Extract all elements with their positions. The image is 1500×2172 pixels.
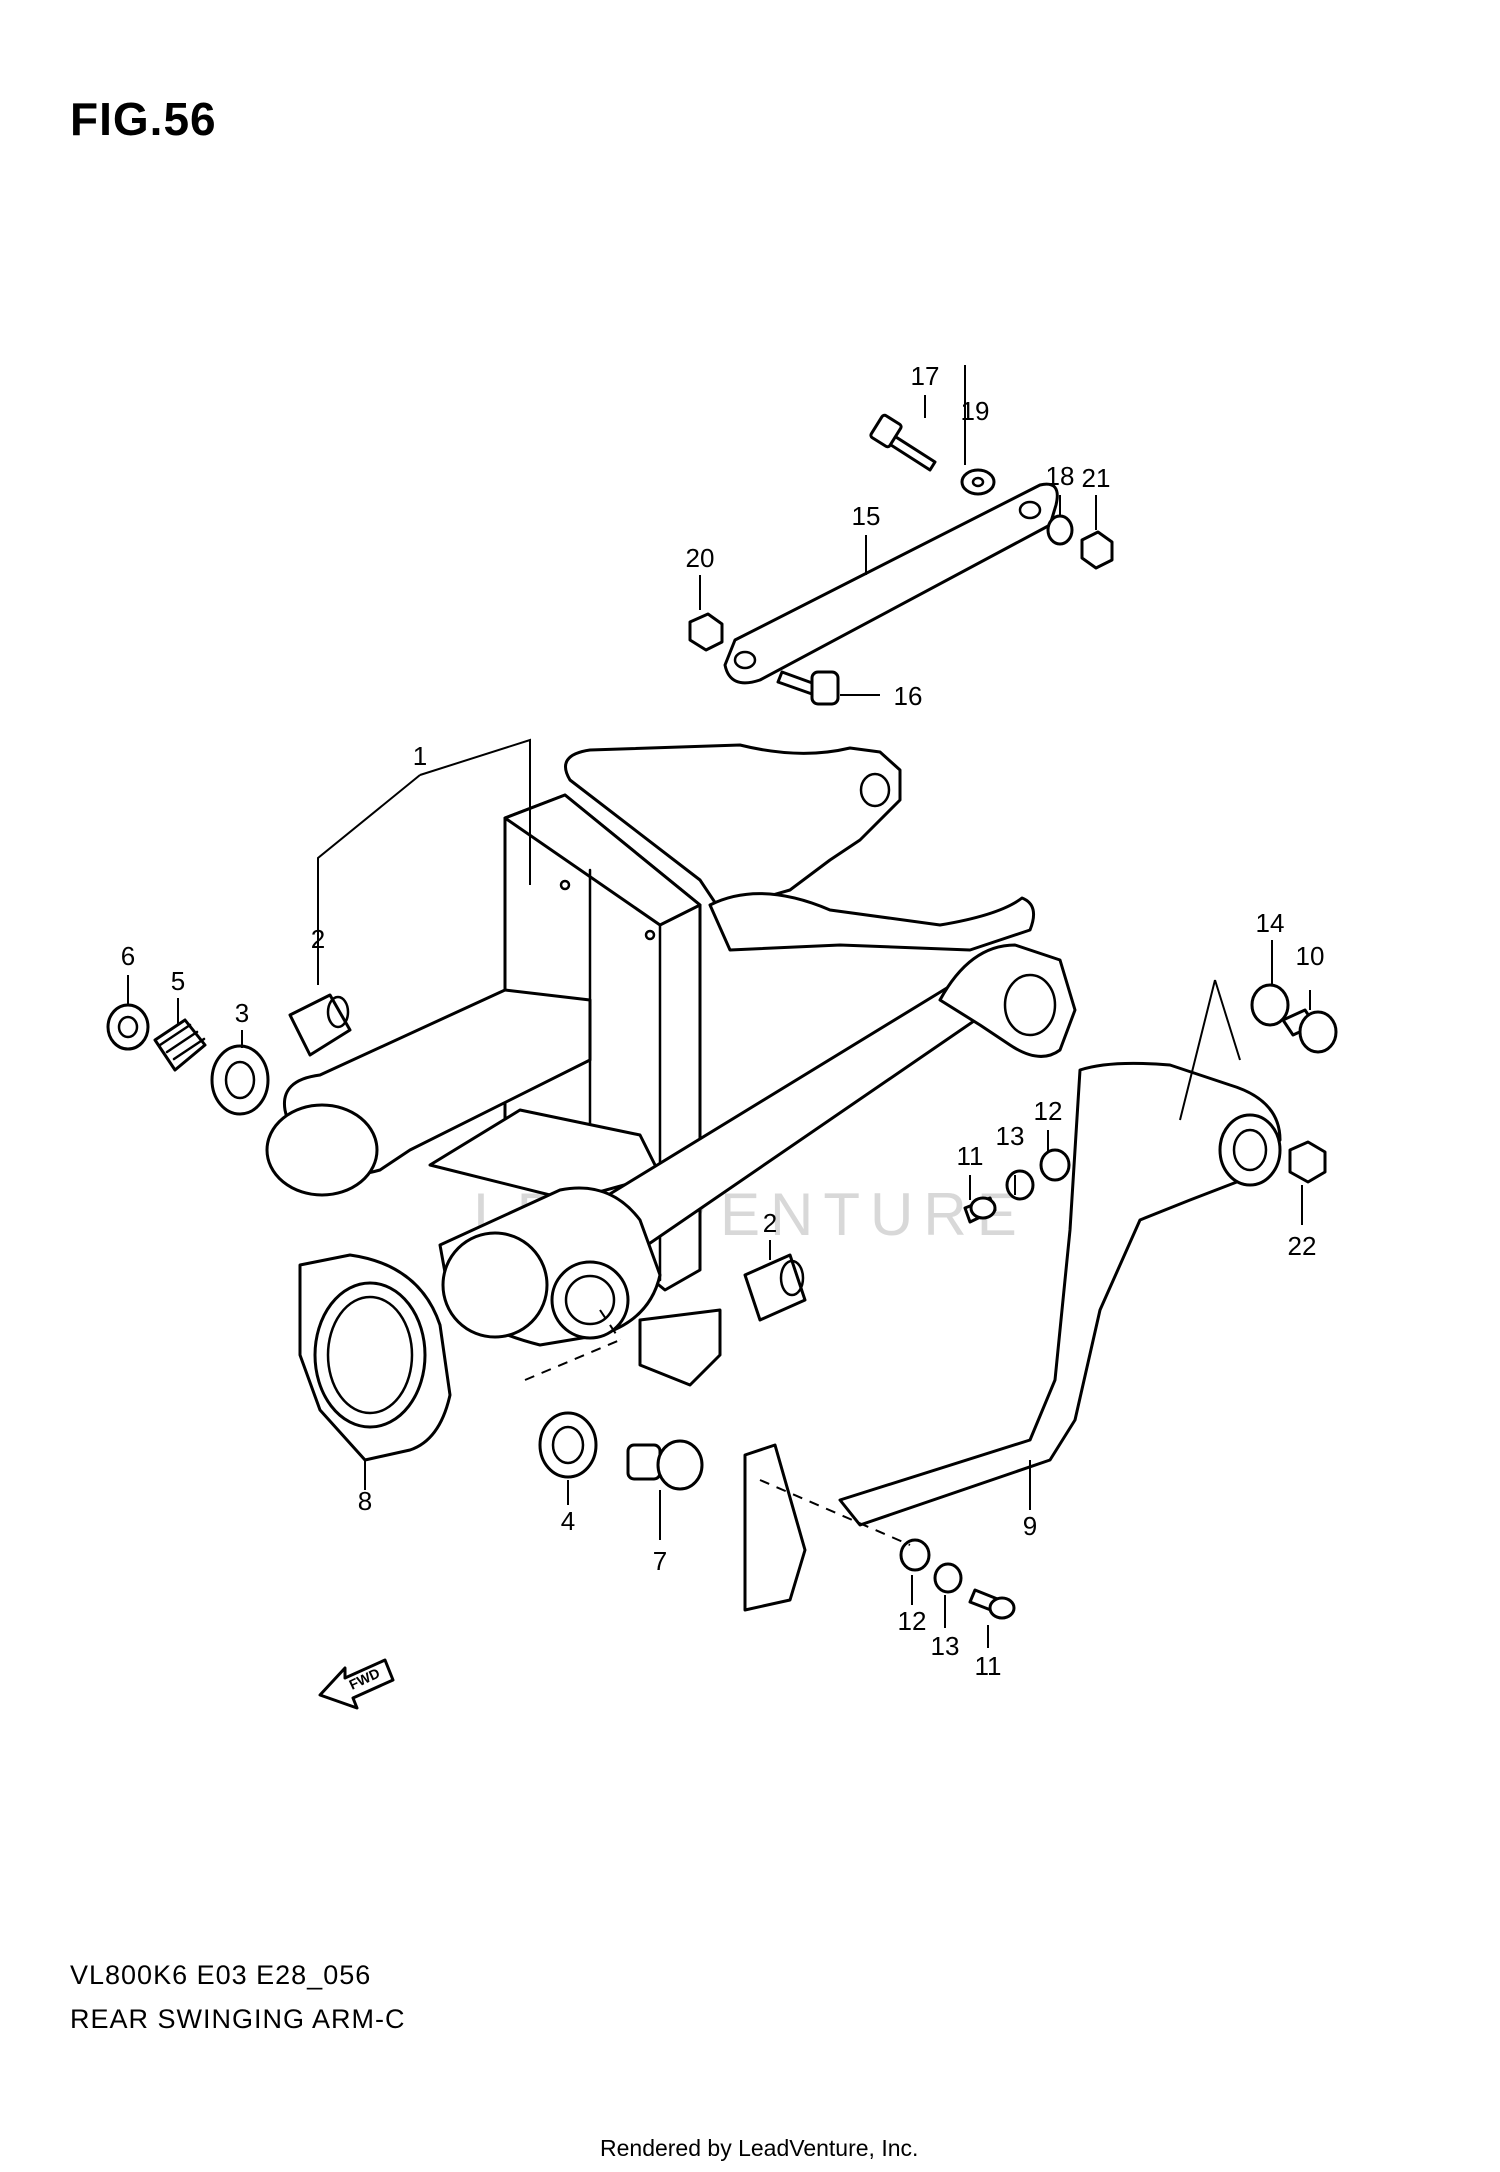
forward-direction-arrow: FWD — [318, 1658, 395, 1710]
callout-17: 17 — [911, 361, 940, 391]
callout-7: 7 — [653, 1546, 667, 1576]
callout-13-lower: 13 — [931, 1631, 960, 1661]
figure-name: REAR SWINGING ARM-C — [70, 2004, 406, 2034]
swinging-arm — [265, 743, 1077, 1387]
callout-2-upper: 2 — [311, 924, 325, 954]
callout-16: 16 — [894, 681, 923, 711]
callout-1: 1 — [413, 741, 427, 771]
callout-19: 19 — [961, 396, 990, 426]
part-4-bearing — [538, 1411, 598, 1479]
part-2-bushing-lower — [743, 1253, 807, 1322]
callout-21: 21 — [1082, 463, 1111, 493]
callout-18: 18 — [1046, 461, 1075, 491]
rendered-by-credit: Rendered by LeadVenture, Inc. — [600, 2135, 919, 2161]
callout-3: 3 — [235, 998, 249, 1028]
callout-6: 6 — [121, 941, 135, 971]
figure-title: FIG.56 — [70, 93, 217, 145]
leader-lines — [127, 365, 1311, 1648]
callout-8: 8 — [358, 1486, 372, 1516]
callout-11-upper: 11 — [957, 1141, 984, 1171]
part-10-screw — [1281, 1008, 1338, 1054]
callout-12-upper: 12 — [1034, 1096, 1063, 1126]
model-code: VL800K6 E03 E28_056 — [70, 1960, 372, 1990]
part-6-nut — [106, 1003, 150, 1051]
callout-20: 20 — [686, 543, 715, 573]
callout-2-lower: 2 — [763, 1208, 777, 1238]
part-14-bushing — [1250, 983, 1290, 1027]
part-2-bushing-upper — [288, 993, 352, 1057]
right-swing-arm — [743, 1061, 1282, 1612]
torque-link-assembly — [688, 413, 1114, 706]
part-11-13-12-upper-set — [963, 1148, 1071, 1224]
part-22-nut — [1288, 1140, 1327, 1184]
callout-12-lower: 12 — [898, 1606, 927, 1636]
part-11-13-12-lower-set — [899, 1538, 1016, 1620]
callout-4: 4 — [561, 1506, 575, 1536]
part-3-bearing — [210, 1044, 270, 1116]
callout-9: 9 — [1023, 1511, 1037, 1541]
part-5-pivot-screw — [153, 1018, 207, 1072]
callout-11-lower: 11 — [975, 1651, 1002, 1681]
part-7-plug — [626, 1439, 704, 1491]
part-8-rubber-boot — [298, 1253, 452, 1462]
callout-10: 10 — [1296, 941, 1325, 971]
callout-labels: 1 2 2 3 4 5 6 7 8 9 10 11 11 12 12 13 13… — [121, 361, 1325, 1681]
callout-14: 14 — [1256, 908, 1285, 938]
callout-13-upper: 13 — [996, 1121, 1025, 1151]
callout-15: 15 — [852, 501, 881, 531]
dashed-alignment-lines — [524, 1309, 911, 1546]
callout-5: 5 — [171, 966, 185, 996]
callout-22: 22 — [1288, 1231, 1317, 1261]
